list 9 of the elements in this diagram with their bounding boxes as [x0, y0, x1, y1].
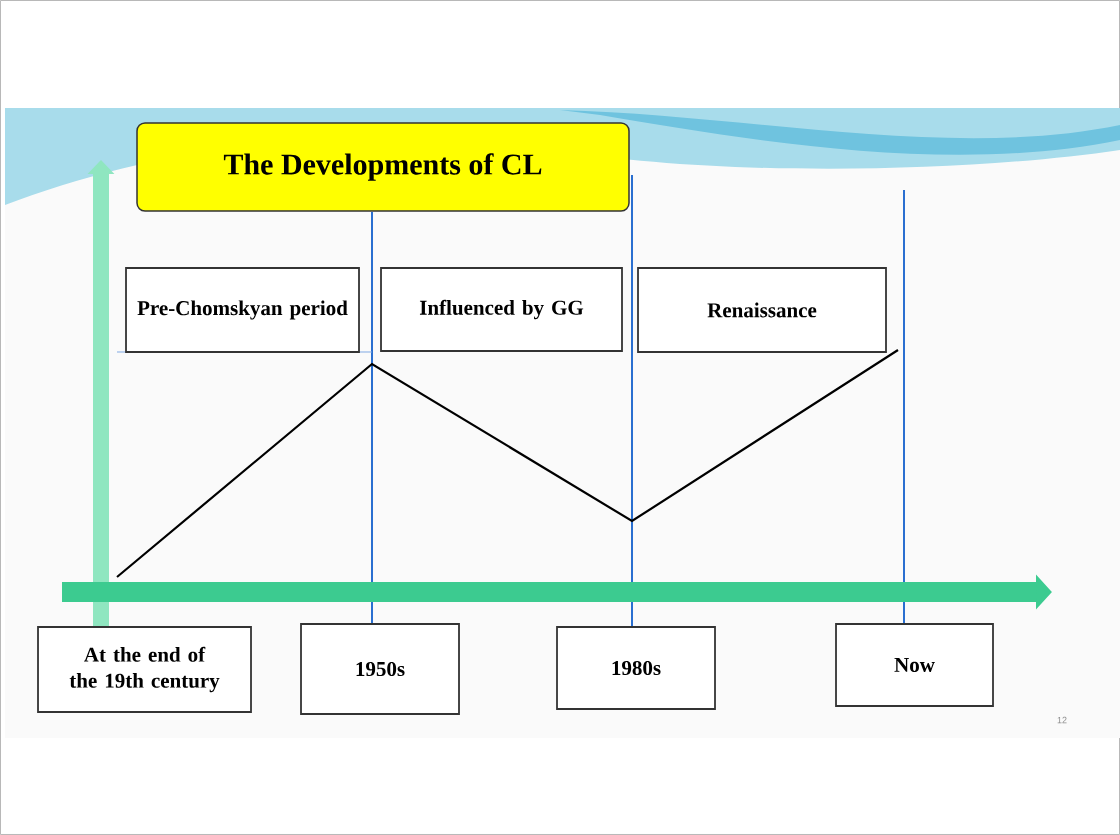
slide-number: 12: [1057, 716, 1067, 724]
date-box: 1950s: [300, 623, 460, 715]
period-box: Renaissance: [637, 267, 887, 353]
date-box: 1980s: [556, 626, 716, 710]
date-box: Now: [835, 623, 994, 707]
period-box: Pre-Chomskyan period: [125, 267, 360, 353]
date-box: At the end of the 19th century: [37, 626, 252, 713]
period-box: Influenced by GG: [380, 267, 623, 352]
title-box: The Developments of CL: [136, 122, 630, 212]
